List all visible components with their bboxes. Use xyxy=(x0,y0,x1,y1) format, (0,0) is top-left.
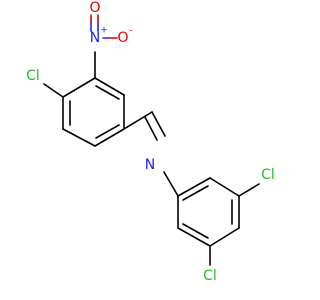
bond-b5-b6-inner xyxy=(182,223,209,239)
molecule-structure: Cl N + O O - N Cl Cl xyxy=(26,0,275,284)
bond-a4-ch xyxy=(123,111,153,130)
bond-b4-b5 xyxy=(209,227,240,247)
bond-ch-nimine-b xyxy=(144,116,158,141)
bond-b5-b6 xyxy=(177,227,211,247)
charge-o-right: - xyxy=(129,26,132,36)
atom-cl-right: Cl xyxy=(261,167,275,183)
bond-nimine-b1 xyxy=(163,171,179,197)
bond-a4-a5 xyxy=(94,128,125,147)
atom-cl-top: Cl xyxy=(26,68,40,84)
atom-o-right: O xyxy=(117,30,128,46)
atom-n-nitro: N xyxy=(90,30,100,46)
bond-a1-a2 xyxy=(62,77,96,98)
bond-a1-cl xyxy=(43,83,64,98)
bond-a4-a5-inner xyxy=(95,124,120,139)
bond-a2-a3 xyxy=(94,77,125,96)
bond-a5-a6 xyxy=(62,128,96,147)
bond-b1-b2 xyxy=(177,177,211,197)
charge-n-nitro: + xyxy=(100,26,108,36)
bond-ch-nimine-a xyxy=(151,111,166,137)
atom-cl-bottom: Cl xyxy=(203,268,217,284)
bond-a2-a3-inner xyxy=(95,85,120,100)
bond-b3-cl xyxy=(238,183,260,197)
atom-n-imine: N xyxy=(145,157,155,173)
bond-b2-b3 xyxy=(209,177,240,197)
atom-o-top: O xyxy=(89,0,100,16)
bond-b1-b2-inner xyxy=(182,185,209,201)
